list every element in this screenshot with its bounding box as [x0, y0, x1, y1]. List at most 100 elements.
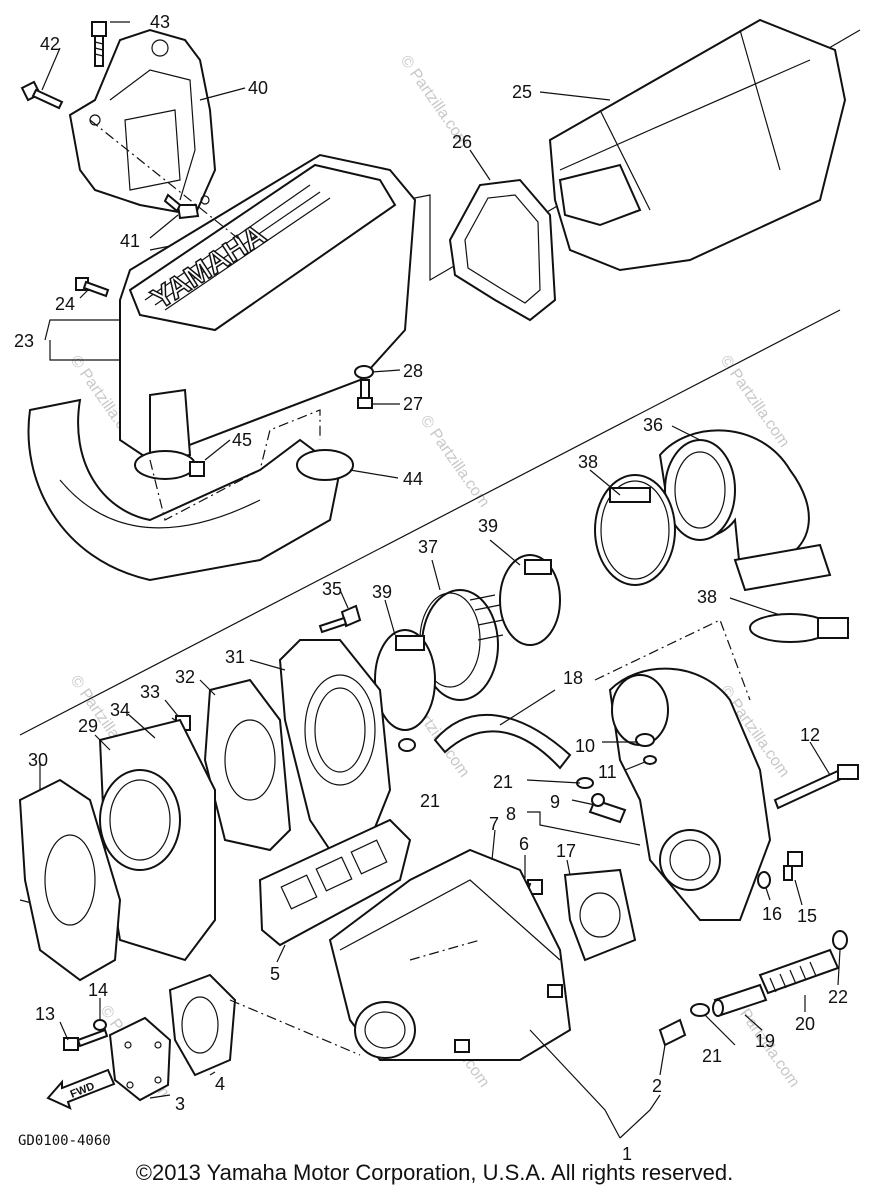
part-41-bolt	[163, 193, 200, 220]
part-38-clamp-lower	[749, 613, 849, 643]
part-39-clamp-left	[374, 629, 436, 731]
callout-39-right: 39	[478, 516, 498, 536]
callout-30: 30	[28, 750, 48, 770]
callout-12: 12	[800, 725, 820, 745]
callout-40: 40	[248, 78, 268, 98]
callout-8: 8	[506, 804, 516, 824]
part-2-fitting	[658, 1018, 687, 1047]
callout-22: 22	[828, 987, 848, 1007]
part-22-clip	[832, 930, 848, 950]
callout-26: 26	[452, 132, 472, 152]
callout-33: 33	[140, 682, 160, 702]
callout-39-left: 39	[372, 582, 392, 602]
callout-17: 17	[556, 841, 576, 861]
callout-13: 13	[35, 1004, 55, 1024]
part-16-washer	[757, 871, 771, 889]
part-31-plate	[278, 639, 392, 852]
part-13-bolt	[63, 1028, 109, 1051]
part-26-gasket	[448, 178, 557, 322]
part-12-bolt	[773, 764, 859, 810]
copyright-notice: ©2013 Yamaha Motor Corporation, U.S.A. A…	[135, 1160, 734, 1185]
callout-21-lower: 21	[702, 1046, 722, 1066]
part-1-manifold	[328, 848, 572, 1061]
divider-middle	[19, 309, 841, 736]
leader-lines	[39, 21, 841, 1139]
part-39-clamp-right	[499, 554, 561, 646]
callout-21-upper: 21	[420, 791, 440, 811]
callout-14: 14	[88, 980, 108, 1000]
callout-29: 29	[78, 716, 98, 736]
callout-34: 34	[110, 700, 130, 720]
callout-43: 43	[150, 12, 170, 32]
part-5-gasket	[258, 818, 412, 947]
part-14-washer	[93, 1019, 107, 1031]
callout-9: 9	[550, 792, 560, 812]
part-21-clip-lower	[690, 1003, 710, 1017]
callout-36: 36	[643, 415, 663, 435]
callout-38-upper: 38	[578, 452, 598, 472]
callout-24: 24	[55, 294, 75, 314]
part-27-bolt	[357, 379, 373, 409]
part-18-hose	[433, 713, 572, 770]
callouts: 43 42 40 41 25 26 24 23 28 27 45 44 36 3…	[14, 12, 848, 1164]
callout-31: 31	[225, 647, 245, 667]
part-23-silencer: YAMAHA	[119, 153, 417, 462]
part-44-pipe	[27, 398, 354, 582]
part-20-hose	[758, 948, 840, 995]
part-29-housing	[98, 718, 216, 962]
part-42-bolt	[20, 80, 64, 110]
part-35-bolt	[318, 604, 362, 634]
part-36-elbow	[658, 429, 832, 592]
part-24-bolt	[75, 277, 110, 298]
callout-4: 4	[215, 1074, 225, 1094]
callout-11: 11	[598, 762, 617, 782]
callout-7: 7	[489, 814, 499, 834]
part-45-clamp	[134, 450, 205, 480]
part-30-gasket	[18, 778, 122, 982]
callout-10: 10	[575, 736, 595, 756]
callout-16: 16	[762, 904, 782, 924]
callout-5: 5	[270, 964, 280, 984]
part-25-chamber	[548, 18, 847, 272]
callout-37: 37	[418, 537, 438, 557]
callout-15: 15	[797, 906, 817, 926]
part-21-clip-upper	[398, 738, 416, 752]
diagram-code: GD0100-4060	[18, 1133, 111, 1149]
callout-23: 23	[14, 331, 34, 351]
part-4-gasket	[168, 973, 237, 1077]
callout-19: 19	[755, 1031, 775, 1051]
callout-27: 27	[403, 394, 423, 414]
part-40-bracket	[68, 28, 217, 217]
part-15-bolt	[783, 851, 803, 881]
part-17-gasket	[563, 868, 637, 962]
part-10-screw	[635, 733, 655, 747]
callout-44: 44	[403, 469, 423, 489]
callout-35: 35	[322, 579, 342, 599]
part-38-clamp-upper	[594, 474, 676, 586]
part-19-nipple	[712, 983, 768, 1017]
part-3-cover	[108, 1016, 172, 1102]
callout-42: 42	[40, 34, 60, 54]
callout-32: 32	[175, 667, 195, 687]
fwd-arrow-icon: FWD	[46, 1068, 116, 1110]
callout-1: 1	[622, 1144, 632, 1164]
callout-28: 28	[403, 361, 423, 381]
upper-elbow-assembly	[608, 667, 772, 921]
part-43-bolt	[91, 21, 107, 67]
callout-18: 18	[563, 668, 583, 688]
callout-3: 3	[175, 1094, 185, 1114]
callout-41: 41	[120, 231, 140, 251]
callout-20: 20	[795, 1014, 815, 1034]
callout-25: 25	[512, 82, 532, 102]
assembly-lines	[89, 119, 751, 1056]
callout-38-lower: 38	[697, 587, 717, 607]
callout-45: 45	[232, 430, 252, 450]
part-28-washer	[354, 365, 374, 379]
callout-6: 6	[519, 834, 529, 854]
part-32-gasket	[203, 678, 292, 852]
part-9-fitting	[588, 793, 627, 824]
part-11-washer	[643, 755, 657, 765]
callout-2: 2	[652, 1076, 662, 1096]
callout-21-mid: 21	[493, 772, 513, 792]
